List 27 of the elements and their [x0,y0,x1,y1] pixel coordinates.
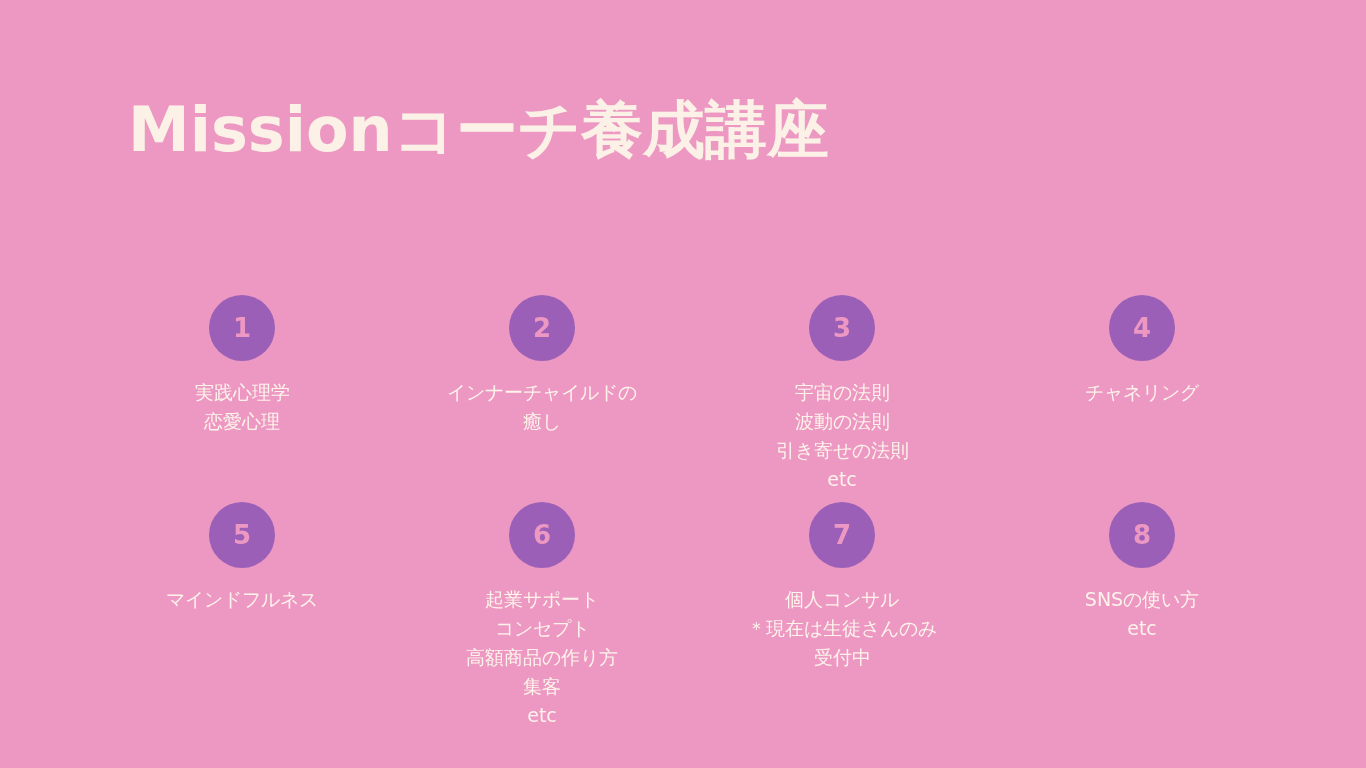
topic-text: 高額商品の作り方 [465,645,619,670]
title: Missionコーチ養成講座 [128,92,829,168]
topic-text: etc [526,703,558,728]
number-circle: 5 [209,502,275,568]
topic-text: etc [1126,616,1158,641]
topic-text: ＊現在は生徒さんのみ受付中 [746,616,938,670]
number-circle: 8 [1109,502,1175,568]
number-circle: 2 [509,295,575,361]
topic-text: 実践心理学 [193,380,291,405]
topic-text: 個人コンサル [784,587,900,612]
topic-text: インナーチャイルドの癒し [446,380,638,434]
topic-text: 宇宙の法則 [793,380,891,405]
topic-text: チャネリング [1084,380,1200,405]
topic-text: 恋愛心理 [203,409,281,434]
topic-text: 引き寄せの法則 [774,438,910,463]
number-circle: 3 [809,295,875,361]
topic-text: コンセプト [493,616,591,641]
topic-text: 起業サポート [484,587,600,612]
topic-text: マインドフルネス [165,587,319,612]
topic-text: 波動の法則 [793,409,891,434]
topic-text: SNSの使い方 [1083,587,1201,612]
topic-text: 集客 [522,674,562,699]
number-circle: 4 [1109,295,1175,361]
number-circle: 6 [509,502,575,568]
number-circle: 1 [209,295,275,361]
topic-text: etc [826,467,858,492]
number-circle: 7 [809,502,875,568]
